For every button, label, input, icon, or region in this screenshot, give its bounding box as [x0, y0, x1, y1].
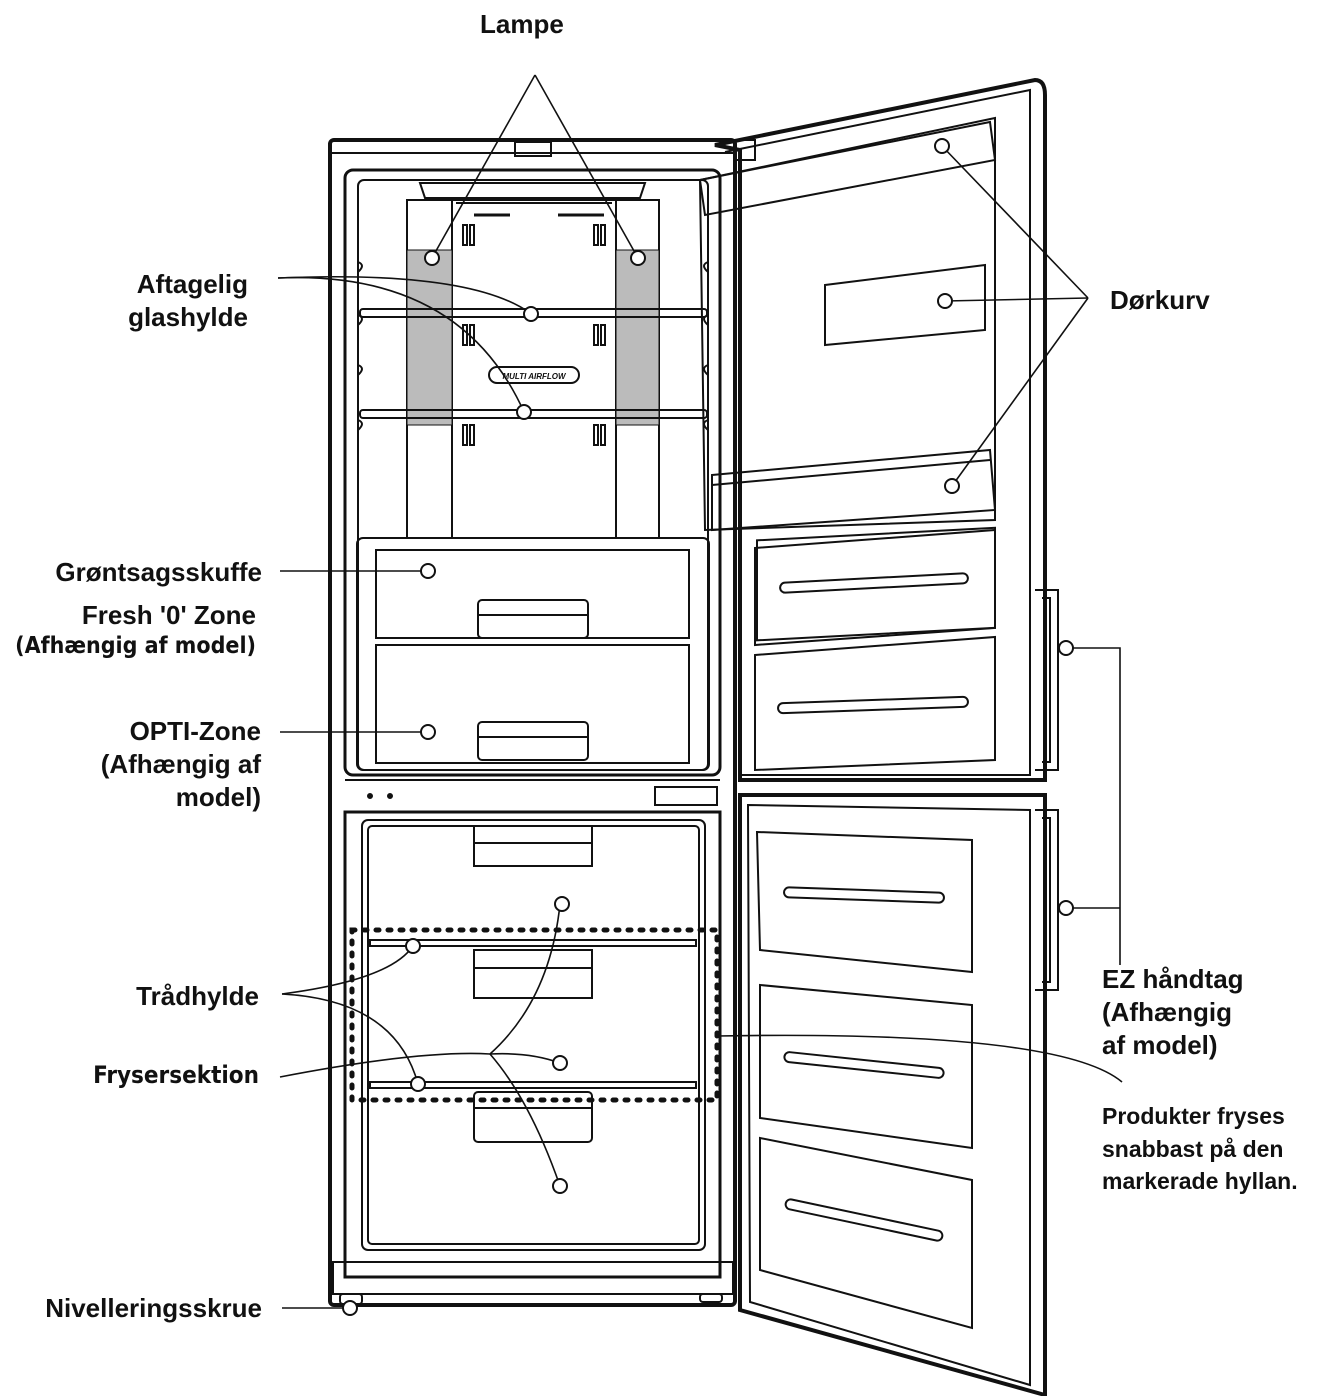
- label-frysersektion: Frysersektion: [93, 1061, 259, 1089]
- cabinet: [328, 138, 737, 1307]
- label-nivelleringsskrue: Nivelleringsskrue: [45, 1293, 262, 1323]
- marker-circles: [342, 138, 1074, 1316]
- fridge-door: [698, 77, 1059, 782]
- label-produkter-fryses: Produkter fryses snabbast på den markera…: [1102, 1103, 1298, 1195]
- marked-shelf-outline: [349, 927, 720, 1103]
- label-aftagelig-glashylde: Aftagelig glashylde: [128, 269, 248, 333]
- label-lampe: Lampe: [480, 9, 564, 39]
- freezer-door: [738, 793, 1059, 1396]
- label-opti-zone: OPTI-Zone (Afhængig af model): [100, 716, 261, 813]
- label-dorkurv: Dørkurv: [1110, 285, 1210, 315]
- label-tradhylde: Trådhylde: [136, 981, 259, 1011]
- label-grontsagsskuffe: Grøntsagsskuffe: [55, 557, 262, 587]
- label-ez-handtag: EZ håndtag (Afhængig af model): [1102, 964, 1244, 1061]
- label-fresh-zone: Fresh '0' Zone (Afhængig af model): [15, 600, 256, 660]
- multi-airflow-plate-text: MULTI AIRFLOW: [502, 372, 567, 381]
